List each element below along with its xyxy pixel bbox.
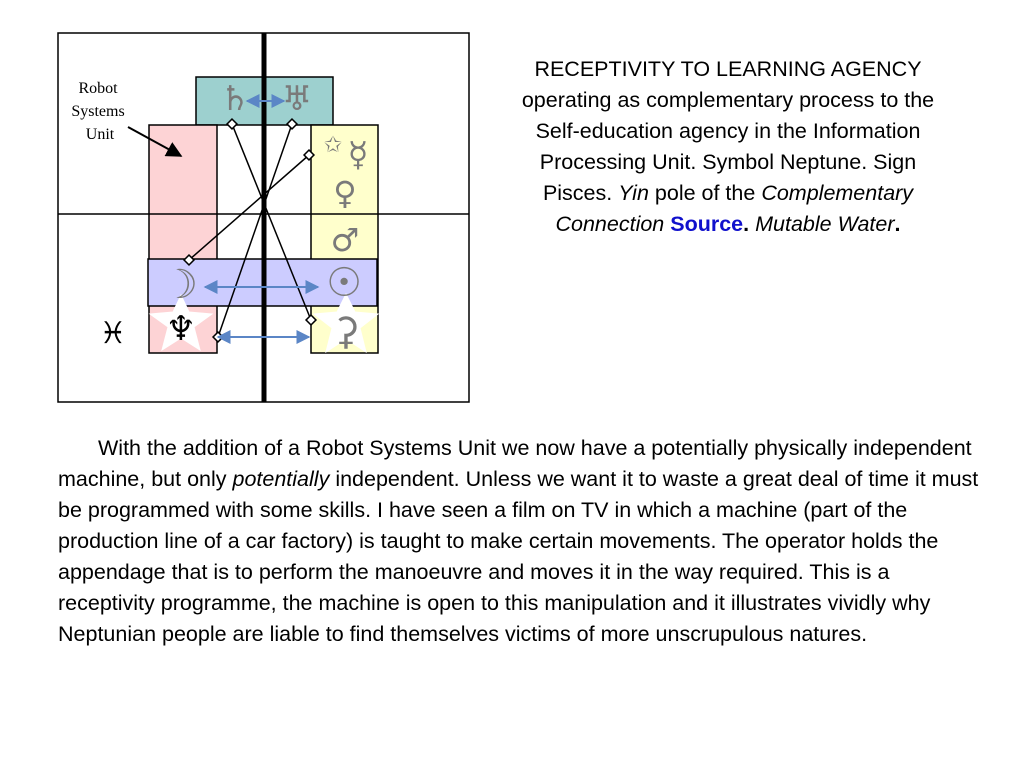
- ceres-icon: ⚳: [332, 309, 360, 353]
- robot-label-line: Robot: [78, 80, 118, 97]
- body-text-2: independent. Unless we want it to waste …: [58, 467, 979, 646]
- mars-icon: ♂: [331, 221, 360, 259]
- saturn-icon: ♄: [220, 79, 250, 119]
- slide-heading: RECEPTIVITY TO LEARNING AGENCY operating…: [508, 54, 948, 240]
- diamond-node: [285, 117, 299, 131]
- heading-yin: Yin: [618, 181, 649, 205]
- connection-lines: [182, 117, 318, 344]
- diamond-node: [225, 117, 239, 131]
- heading-text: RECEPTIVITY TO LEARNING AGENCY operating…: [521, 57, 935, 205]
- neptune-icon: ♆: [166, 309, 196, 349]
- svg-text:Robot Systems Unit: Robot Systems Unit: [71, 80, 128, 143]
- venus-icon: ♀: [333, 174, 356, 212]
- star-right: [312, 292, 380, 354]
- star-small-icon: ✩: [324, 133, 342, 158]
- heading-source: Source: [670, 212, 744, 236]
- diamond-node: [182, 253, 196, 267]
- heading-dot: .: [894, 212, 901, 236]
- star-left: [148, 293, 214, 352]
- body-italic: potentially: [232, 467, 330, 491]
- body-paragraph: With the addition of a Robot Systems Uni…: [58, 433, 982, 650]
- heading-complementary: Complementary Connection: [555, 181, 914, 236]
- diamond-node: [302, 148, 316, 162]
- heading-dot: .: [743, 212, 750, 236]
- body-text-1: With the addition of a Robot Systems Uni…: [58, 436, 972, 491]
- diamond-node: [304, 313, 318, 327]
- sun-icon: ☉: [326, 260, 362, 306]
- heading-mutable: Mutable Water: [755, 212, 895, 236]
- mercury-icon: ☿: [348, 135, 369, 175]
- robot-label-line: Systems: [71, 103, 124, 120]
- robot-label-line: Unit: [86, 126, 115, 143]
- moon-icon: ☽: [162, 262, 198, 308]
- pisces-icon: ♓: [100, 316, 127, 351]
- heading-text-2: pole of the: [654, 181, 756, 205]
- robot-label-arrow: [127, 126, 183, 157]
- uranus-icon: ♅: [282, 79, 312, 119]
